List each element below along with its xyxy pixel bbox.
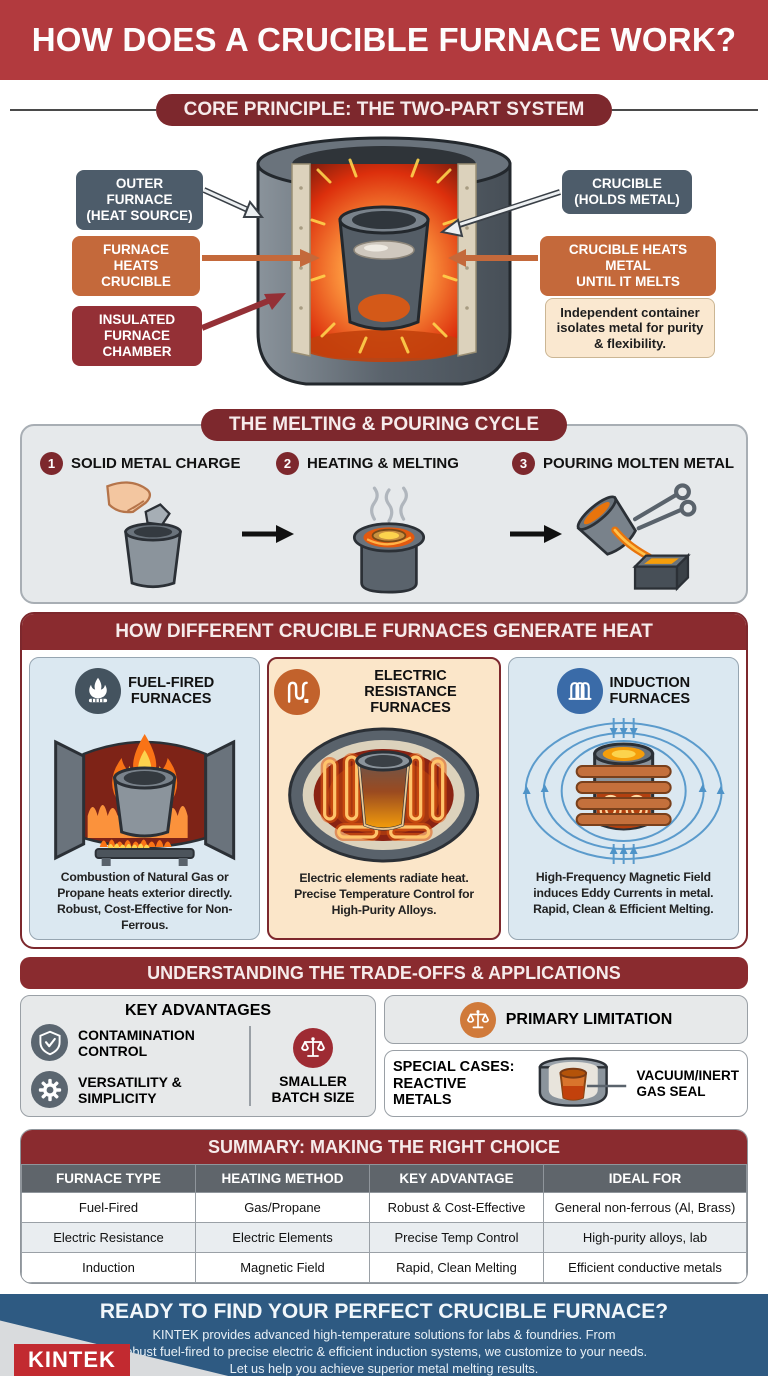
cell: Electric Resistance	[21, 1222, 196, 1254]
table-row: Induction Magnetic Field Rapid, Clean Me…	[21, 1252, 747, 1284]
card-title: FUEL-FIRED FURNACES	[128, 674, 215, 707]
card-title: ELECTRIC RESISTANCE FURNACES	[364, 667, 457, 717]
divider	[10, 109, 156, 111]
column-header: FURNACE TYPE	[21, 1164, 196, 1194]
summary-table: FURNACE TYPE HEATING METHOD KEY ADVANTAG…	[21, 1164, 747, 1284]
pouring-illustration	[576, 483, 697, 592]
card-title: INDUCTION FURNACES	[609, 674, 691, 707]
step-number-badge: 1	[40, 452, 63, 475]
melting-cycle-box: THE MELTING & POURING CYCLE 1 SOLID META…	[20, 409, 748, 604]
step-solid-metal-charge: 1 SOLID METAL CHARGE	[30, 452, 266, 594]
cell: General non-ferrous (Al, Brass)	[543, 1192, 747, 1224]
cycle-arrow-2	[510, 525, 562, 543]
smaller-batch-size: SMALLER BATCH SIZE	[261, 1024, 365, 1108]
heating-furnace-illustration	[352, 486, 426, 594]
cell: Magnetic Field	[195, 1252, 370, 1284]
advantage-contamination: CONTAMINATION CONTROL	[31, 1024, 239, 1062]
induction-furnace-illustration	[522, 718, 725, 864]
step-label: SOLID METAL CHARGE	[71, 455, 241, 472]
core-section-header-row: CORE PRINCIPLE: THE TWO-PART SYSTEM	[10, 94, 759, 126]
core-section-header: CORE PRINCIPLE: THE TWO-PART SYSTEM	[155, 94, 613, 126]
card-description: High-Frequency Magnetic Field induces Ed…	[533, 870, 714, 916]
footer-title: READY TO FIND YOUR PERFECT CRUCIBLE FURN…	[99, 1300, 669, 1324]
cycle-steps: 1 SOLID METAL CHARGE 2	[30, 452, 738, 594]
kintek-logo: KINTEK Solution for researching	[14, 1344, 149, 1376]
divider	[612, 109, 759, 111]
melting-cycle-section: THE MELTING & POURING CYCLE 1 SOLID META…	[20, 409, 748, 604]
column-header: HEATING METHOD	[195, 1164, 370, 1194]
page-title: HOW DOES A CRUCIBLE FURNACE WORK?	[31, 21, 737, 58]
footer-body: KINTEK provides advanced high-temperatur…	[120, 1327, 648, 1376]
divider	[249, 1026, 251, 1107]
cell: Rapid, Clean Melting	[369, 1252, 544, 1284]
tradeoffs-section: UNDERSTANDING THE TRADE-OFFS & APPLICATI…	[20, 957, 748, 1118]
note-independent-container: Independent container isolates metal for…	[545, 298, 715, 358]
cycle-arrow-1	[242, 525, 294, 543]
electric-resistance-card: ELECTRIC RESISTANCE FURNACES	[267, 657, 501, 941]
title-banner: HOW DOES A CRUCIBLE FURNACE WORK?	[0, 0, 768, 80]
cell: High-purity alloys, lab	[543, 1222, 747, 1254]
cell: Gas/Propane	[195, 1192, 370, 1224]
table-row: Electric Resistance Electric Elements Pr…	[21, 1222, 747, 1254]
card-description: Electric elements radiate heat. Precise …	[294, 871, 474, 917]
furnace-type-cards: FUEL-FIRED FURNACES Co	[22, 650, 746, 947]
sealed-crucible-illustration	[538, 1057, 627, 1107]
advantage-versatility: VERSATILITY & SIMPLICITY	[31, 1071, 239, 1109]
shield-check-icon	[31, 1024, 68, 1062]
special-cases-box: SPECIAL CASES: REACTIVE METALS VACUUM/IN…	[384, 1050, 748, 1118]
balance-scale-icon	[459, 1001, 496, 1038]
label-insulated-chamber: INSULATED FURNACE CHAMBER	[72, 306, 202, 366]
table-row: Fuel-Fired Gas/Propane Robust & Cost-Eff…	[21, 1192, 747, 1224]
induction-coil-icon	[556, 668, 603, 714]
core-diagram-section: OUTER FURNACE (HEAT SOURCE) FURNACE HEAT…	[0, 126, 768, 398]
advantage-label: VERSATILITY & SIMPLICITY	[78, 1073, 182, 1106]
cell: Fuel-Fired	[21, 1192, 196, 1224]
heating-element-icon	[274, 669, 321, 715]
step-label: POURING MOLTEN METAL	[543, 455, 735, 472]
cell: Induction	[21, 1252, 196, 1284]
label-furnace-heats: FURNACE HEATS CRUCIBLE	[72, 236, 200, 296]
label-crucible: CRUCIBLE (HOLDS METAL)	[562, 170, 692, 214]
footer-cta: READY TO FIND YOUR PERFECT CRUCIBLE FURN…	[0, 1294, 768, 1376]
step-label: HEATING & MELTING	[307, 455, 459, 472]
cutaway-furnace-illustration	[256, 136, 512, 386]
kintek-logo-text: KINTEK	[14, 1344, 130, 1376]
fuel-fired-card: FUEL-FIRED FURNACES Co	[29, 657, 261, 941]
gas-seal-label: VACUUM/INERT GAS SEAL	[636, 1068, 740, 1099]
card-description: Combustion of Natural Gas or Propane hea…	[57, 870, 233, 932]
table-header-row: FURNACE TYPE HEATING METHOD KEY ADVANTAG…	[21, 1164, 747, 1194]
charging-crucible-illustration	[106, 481, 182, 589]
heat-generation-section: HOW DIFFERENT CRUCIBLE FURNACES GENERATE…	[20, 612, 748, 950]
special-cases-label: SPECIAL CASES: REACTIVE METALS	[393, 1058, 515, 1109]
column-header: KEY ADVANTAGE	[369, 1164, 544, 1194]
gear-icon	[31, 1071, 68, 1109]
heat-section-header: HOW DIFFERENT CRUCIBLE FURNACES GENERATE…	[22, 614, 746, 650]
column-header: IDEAL FOR	[543, 1164, 747, 1194]
cell: Robust & Cost-Effective	[369, 1192, 544, 1224]
summary-section: SUMMARY: MAKING THE RIGHT CHOICE FURNACE…	[20, 1129, 748, 1285]
step-number-badge: 2	[276, 452, 299, 475]
step-pouring-molten-metal: 3 POURING MOLTEN METAL	[502, 452, 738, 594]
step-heating-melting: 2 HEATING & MELTING	[266, 452, 502, 594]
summary-header: SUMMARY: MAKING THE RIGHT CHOICE	[21, 1130, 747, 1165]
batch-label: SMALLER BATCH SIZE	[271, 1072, 355, 1105]
induction-card: INDUCTION FURNACES	[507, 657, 739, 941]
key-advantages-box: KEY ADVANTAGES CONTAMINATION CONTROL	[20, 995, 376, 1118]
cell: Electric Elements	[195, 1222, 370, 1254]
primary-limitation-box: PRIMARY LIMITATION	[384, 995, 748, 1045]
electric-resistance-furnace-illustration	[288, 727, 480, 863]
label-outer-furnace: OUTER FURNACE (HEAT SOURCE)	[76, 170, 203, 230]
cell: Efficient conductive metals	[543, 1252, 747, 1284]
cycle-section-header: THE MELTING & POURING CYCLE	[201, 409, 567, 441]
tradeoffs-header: UNDERSTANDING THE TRADE-OFFS & APPLICATI…	[20, 957, 748, 990]
fuel-fired-furnace-illustration	[54, 734, 236, 866]
advantage-label: CONTAMINATION CONTROL	[78, 1026, 195, 1059]
flame-burner-icon	[75, 668, 122, 714]
balance-scale-icon	[293, 1027, 333, 1068]
label-crucible-heats: CRUCIBLE HEATS METAL UNTIL IT MELTS	[540, 236, 716, 296]
step-number-badge: 3	[512, 452, 535, 475]
advantages-title: KEY ADVANTAGES	[124, 1002, 272, 1020]
cell: Precise Temp Control	[369, 1222, 544, 1254]
limitation-label: PRIMARY LIMITATION	[505, 1010, 673, 1028]
